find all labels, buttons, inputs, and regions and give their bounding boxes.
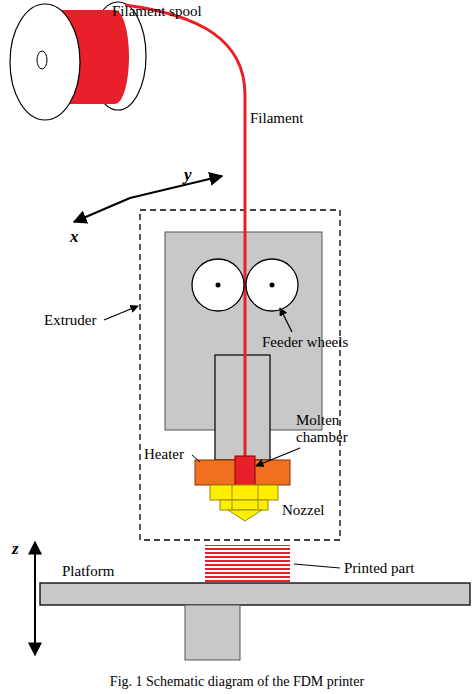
- feeder-wheels: [192, 259, 298, 311]
- leader-line: [192, 455, 200, 462]
- leader-line: [280, 308, 292, 332]
- printed-part: [205, 545, 290, 582]
- part-label: Platform: [62, 563, 115, 580]
- figure-caption: Fig. 1 Schematic diagram of the FDM prin…: [110, 674, 364, 689]
- leader-line: [104, 306, 138, 320]
- nozzle: [210, 485, 278, 521]
- filament-spool: [10, 2, 146, 120]
- xy-axes: [74, 176, 222, 222]
- axis-label: y: [184, 166, 192, 185]
- leader-line: [294, 564, 340, 568]
- molten-chamber: [235, 456, 255, 488]
- part-label: Heater: [144, 446, 184, 463]
- axis-label: x: [70, 228, 79, 247]
- part-label: Printed part: [344, 560, 414, 577]
- part-label: Molten chamber: [296, 412, 366, 445]
- part-label: Filament spool: [112, 3, 202, 20]
- part-label: Filament: [250, 110, 303, 127]
- filament-strand: [125, 5, 245, 520]
- part-label: Nozzel: [282, 502, 324, 519]
- platform-bed: [40, 583, 470, 605]
- platform-stand: [185, 605, 240, 660]
- axis-label: z: [12, 540, 19, 559]
- extruder-neck: [215, 355, 270, 460]
- part-label: Feeder wheels: [262, 334, 348, 351]
- z-axis: [34, 542, 36, 655]
- extruder-housing: [140, 210, 340, 540]
- leader-line: [256, 448, 300, 466]
- part-label: Extruder: [44, 312, 96, 329]
